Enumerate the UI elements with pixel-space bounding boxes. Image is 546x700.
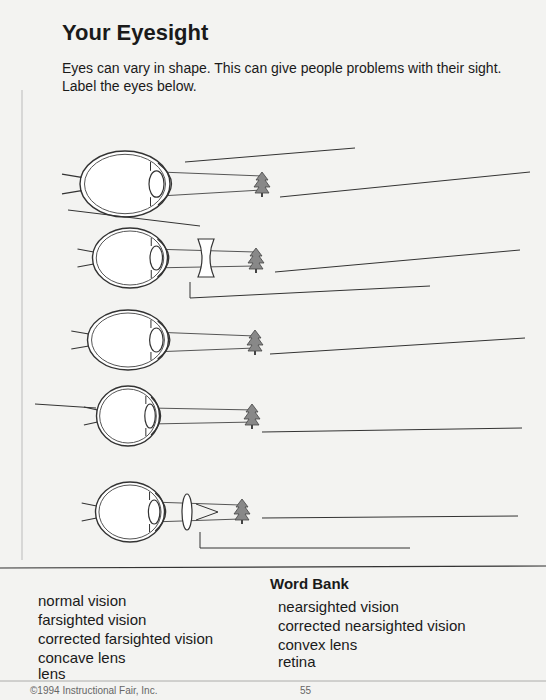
word-bank-item: farsighted vision: [38, 611, 146, 629]
word-bank-item: corrected farsighted vision: [38, 630, 213, 648]
copyright-note: ©1994 Instructional Fair, Inc.: [30, 685, 157, 697]
word-bank-item: concave lens: [38, 649, 126, 667]
word-bank-item: lens: [38, 665, 66, 683]
word-bank-item: normal vision: [38, 592, 126, 610]
word-bank-item: nearsighted vision: [278, 598, 399, 616]
page-number: 55: [300, 685, 311, 697]
word-bank-item: convex lens: [278, 636, 357, 654]
instructions: Eyes can vary in shape. This can give pe…: [62, 60, 532, 95]
worksheet-title: Your Eyesight: [62, 20, 208, 46]
word-bank-heading: Word Bank: [270, 575, 349, 593]
word-bank-item: corrected nearsighted vision: [278, 617, 466, 635]
word-bank-item: retina: [278, 653, 316, 671]
